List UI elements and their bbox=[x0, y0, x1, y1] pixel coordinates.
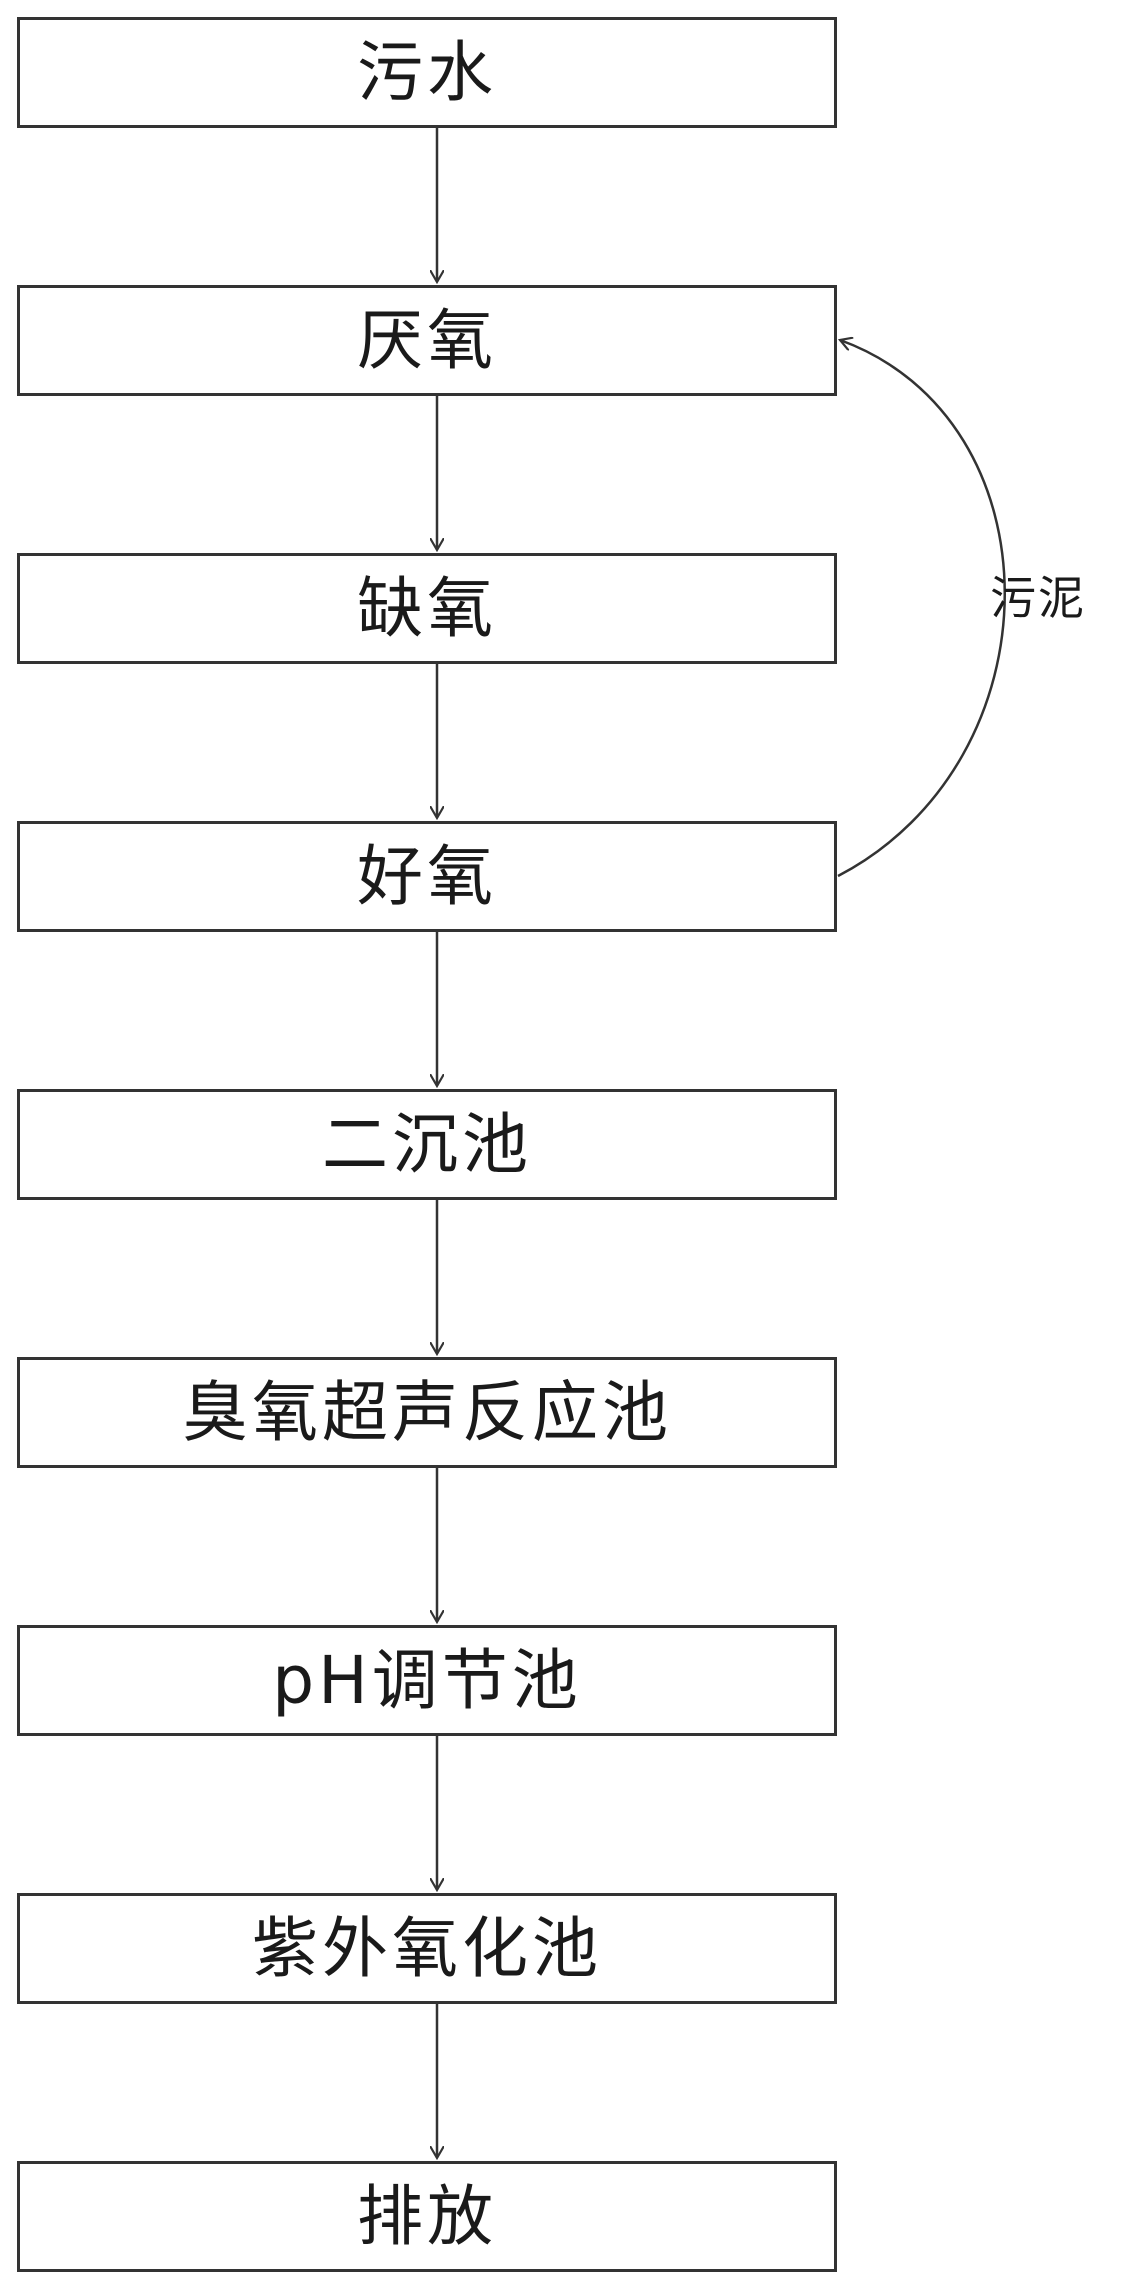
step-aerobic: 好氧 bbox=[17, 821, 837, 932]
step-label: 紫外氧化池 bbox=[252, 1909, 602, 1987]
sludge-return-label: 污泥 bbox=[990, 571, 1086, 625]
step-label: 缺氧 bbox=[357, 569, 497, 647]
step-uv-oxidation-tank: 紫外氧化池 bbox=[17, 1893, 837, 2004]
step-secondary-clarifier: 二沉池 bbox=[17, 1089, 837, 1200]
step-label: 好氧 bbox=[357, 837, 497, 915]
step-anaerobic: 厌氧 bbox=[17, 285, 837, 396]
sludge-return-arrow bbox=[837, 340, 1006, 878]
step-label: 排放 bbox=[357, 2177, 497, 2255]
step-ph-adjustment-tank: pH调节池 bbox=[17, 1625, 837, 1736]
step-discharge: 排放 bbox=[17, 2161, 837, 2272]
step-label: 二沉池 bbox=[322, 1105, 532, 1183]
step-sewage: 污水 bbox=[17, 17, 837, 128]
step-label: pH调节池 bbox=[272, 1641, 582, 1719]
step-label: 污水 bbox=[357, 33, 497, 111]
step-ozone-ultrasonic-reactor: 臭氧超声反应池 bbox=[17, 1357, 837, 1468]
step-anoxic: 缺氧 bbox=[17, 553, 837, 664]
step-label: 厌氧 bbox=[357, 301, 497, 379]
step-label: 臭氧超声反应池 bbox=[182, 1373, 672, 1451]
